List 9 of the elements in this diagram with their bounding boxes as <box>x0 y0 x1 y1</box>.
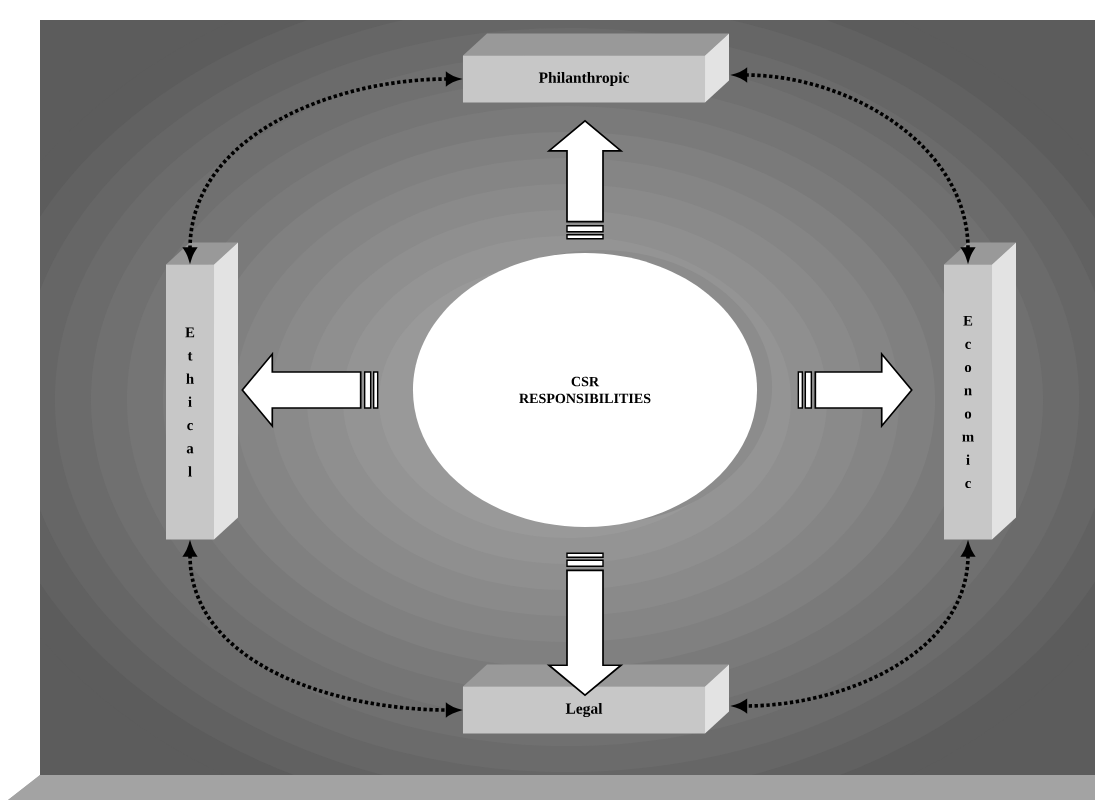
block-arrow <box>546 119 624 240</box>
block-arrow <box>546 552 624 697</box>
block-box: Philanthropic <box>462 33 729 103</box>
node-label: CSR RESPONSIBILITIES <box>519 376 651 404</box>
block-box: Legal <box>462 664 729 734</box>
block-box: Economic <box>944 242 1016 540</box>
block-box: Ethical <box>166 242 238 540</box>
block-arrow <box>241 351 379 429</box>
block-arrow <box>797 351 913 429</box>
